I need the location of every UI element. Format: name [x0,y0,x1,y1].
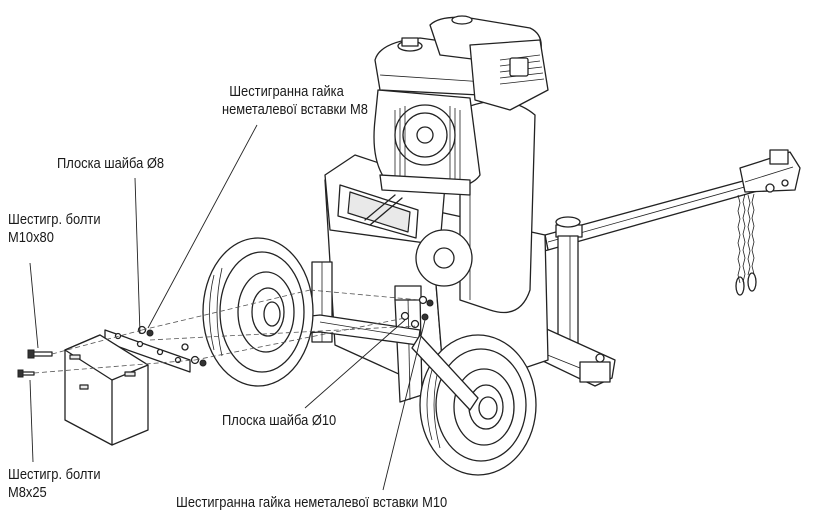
safety-chains [735,193,757,296]
label-hex-bolts-m8-line1: Шестигр. болти [8,466,101,483]
label-flat-washer-8-text: Плоска шайба Ø8 [57,155,165,172]
axle [411,334,479,411]
engine [373,15,549,196]
belt-guard [415,100,536,314]
label-hex-bolts-m10-line2: M10x80 [8,229,54,246]
label-flat-washer-10-text: Плоска шайба Ø10 [222,412,337,429]
drawbar [537,149,801,253]
label-hex-nut-m8-line2: неметалевої вставки M8 [222,101,368,118]
label-flat-washer-10: Плоска шайба Ø10 [222,412,336,430]
label-hex-bolts-m8: Шестигр. болти M8x25 [8,466,101,502]
label-hex-nut-m10-text: Шестигранна гайка неметалевої вставки M1… [176,494,448,511]
label-hex-nut-m8: Шестигранна гайка неметалевої вставки M8 [222,83,368,119]
mudguard-bracket [64,334,149,446]
bolt-m8x25 [17,369,35,378]
label-hex-bolts-m10: Шестигр. болти M10x80 [8,211,101,247]
label-hex-bolts-m10-line1: Шестигр. болти [8,211,101,228]
label-hex-bolts-m8-line2: M8x25 [8,484,47,501]
leader-lines [29,124,426,491]
label-flat-washer-8: Плоска шайба Ø8 [57,155,164,173]
alignment-lines [33,289,421,374]
bolt-m10x80 [27,349,53,359]
label-hex-nut-m8-line1: Шестигранна гайка [229,83,344,100]
label-hex-nut-m10: Шестигранна гайка неметалевої вставки M1… [176,494,447,512]
washer-nut-set [137,295,434,367]
left-wheel [202,237,314,387]
